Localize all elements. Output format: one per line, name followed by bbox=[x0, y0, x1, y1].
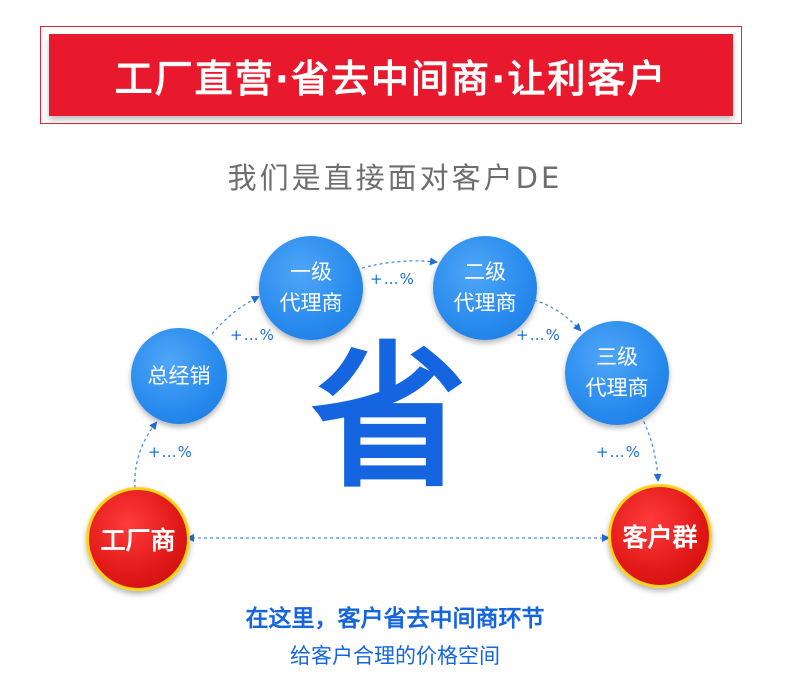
arrow-agent3-to-customers bbox=[640, 415, 662, 482]
node-agent-level3-label: 三级 bbox=[596, 345, 638, 369]
markup-label: +…% bbox=[230, 326, 275, 344]
markup-label: +…% bbox=[516, 326, 561, 344]
node-factory: 工厂商 bbox=[86, 487, 190, 591]
node-agent-level3: 三级 代理商 bbox=[565, 321, 669, 425]
node-agent-level3-sub: 代理商 bbox=[585, 376, 649, 400]
node-agent-level2: 二级 代理商 bbox=[433, 236, 537, 340]
node-agent-level1-label: 一级 bbox=[290, 260, 332, 284]
node-distributor: 总经销 bbox=[131, 328, 227, 424]
banner-frame: 工厂直营·省去中间商·让利客户 bbox=[40, 26, 742, 124]
markup-label: +…% bbox=[148, 443, 193, 461]
node-agent-level2-sub: 代理商 bbox=[453, 291, 517, 315]
node-customers: 客户群 bbox=[608, 484, 712, 588]
bottom-headline: 在这里，客户省去中间商环节 bbox=[245, 606, 545, 632]
node-agent-level1: 一级 代理商 bbox=[259, 236, 363, 340]
node-distributor-label: 总经销 bbox=[147, 363, 211, 388]
node-agent-level2-label: 二级 bbox=[464, 260, 506, 284]
arrow-factory-to-distributor bbox=[134, 421, 158, 489]
banner: 工厂直营·省去中间商·让利客户 bbox=[49, 34, 733, 116]
bottom-subline: 给客户合理的价格空间 bbox=[290, 644, 500, 668]
node-agent-level1-sub: 代理商 bbox=[279, 291, 343, 315]
markup-label: +…% bbox=[596, 443, 641, 461]
arrow-distributor-to-agent1 bbox=[211, 296, 260, 335]
center-character: 省 bbox=[311, 327, 467, 509]
node-customers-label: 客户群 bbox=[622, 523, 698, 552]
arrow-agent2-to-agent3 bbox=[533, 299, 582, 332]
subtitle: 我们是直接面对客户DE bbox=[227, 161, 563, 195]
markup-label: +…% bbox=[370, 270, 415, 288]
node-factory-label: 工厂商 bbox=[100, 526, 176, 555]
arrow-agent1-to-agent2 bbox=[361, 257, 438, 269]
banner-title: 工厂直营·省去中间商·让利客户 bbox=[114, 56, 668, 101]
